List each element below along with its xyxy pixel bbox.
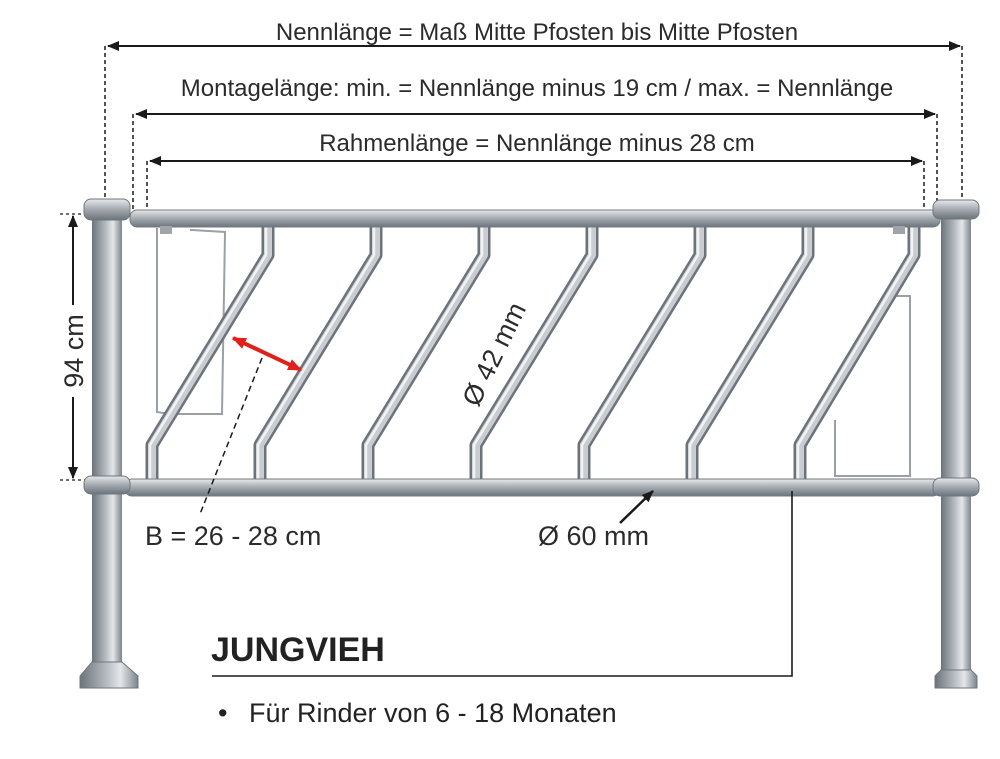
dimension-height: 94 cm: [58, 213, 98, 481]
nennlaenge-label: Nennlänge = Maß Mitte Pfosten bis Mitte …: [276, 19, 798, 46]
bar-diameter-label: Ø 42 mm: [456, 298, 532, 411]
left-post: [79, 198, 139, 689]
dimension-nennlaenge: Nennlänge = Maß Mitte Pfosten bis Mitte …: [104, 19, 963, 210]
diagonal-bars: [145, 219, 921, 489]
height-label: 94 cm: [59, 314, 89, 388]
tube-diameter-label: Ø 60 mm: [538, 521, 649, 551]
right-post: [932, 199, 980, 689]
bar-diameter-annotation: Ø 42 mm: [456, 298, 532, 411]
bottom-tube: [124, 478, 941, 497]
product-heading: JUNGVIEH: [211, 491, 793, 677]
spacing-label: B = 26 - 28 cm: [145, 521, 321, 551]
bullet-text: Für Rinder von 6 - 18 Monaten: [249, 698, 617, 728]
montagelaenge-label: Montagelänge: min. = Nennlänge minus 19 …: [181, 75, 893, 102]
top-tube: [129, 209, 941, 234]
wire-hangers: [156, 228, 911, 477]
tube-diameter-annotation: Ø 60 mm: [538, 490, 654, 551]
rahmenlaenge-label: Rahmenlänge = Nennlänge minus 28 cm: [319, 130, 755, 157]
product-bullets: • Für Rinder von 6 - 18 Monaten: [218, 698, 617, 728]
product-title: JUNGVIEH: [211, 631, 385, 669]
bar-spacing-annotation: B = 26 - 28 cm: [145, 336, 321, 551]
bullet-marker: •: [218, 698, 227, 728]
dimension-rahmenlaenge: Rahmenlänge = Nennlänge minus 28 cm: [146, 130, 925, 213]
dimension-montagelaenge: Montagelänge: min. = Nennlänge minus 19 …: [132, 75, 938, 215]
